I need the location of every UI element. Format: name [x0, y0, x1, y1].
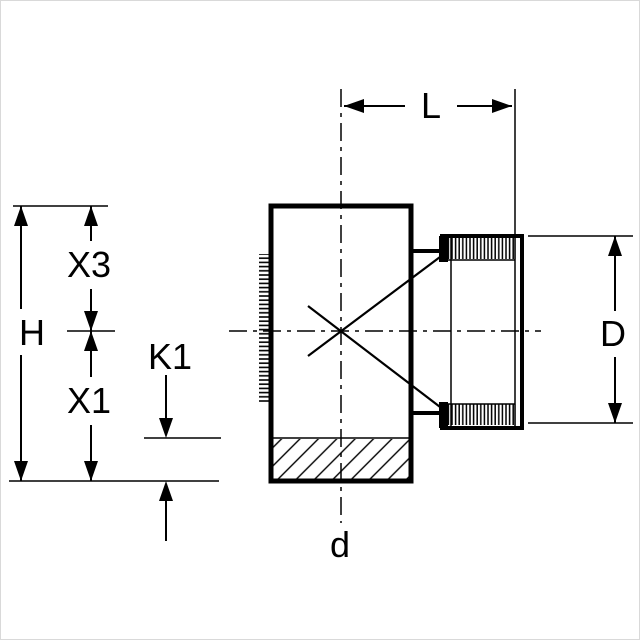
extension-lines-h	[9, 205, 219, 482]
dimension-label-l: L	[421, 85, 441, 126]
grip-ring-top	[447, 238, 516, 259]
grip-ring-bottom	[447, 404, 516, 425]
arrow-down-icon	[608, 403, 622, 423]
dimension-label-k1: K1	[148, 336, 192, 377]
branch-walls	[411, 249, 442, 415]
clamp-bottom	[439, 402, 448, 428]
dimension-d-outer: D	[528, 235, 633, 424]
dimension-label-d-small: d	[330, 524, 350, 565]
dimension-k1: K1	[144, 336, 221, 541]
dimension-x3: X3	[67, 206, 115, 332]
arrow-up-icon	[159, 481, 173, 501]
arrow-up-icon	[84, 206, 98, 226]
ribbed-surface	[259, 254, 269, 404]
coupling-socket	[411, 234, 524, 430]
dimension-x1: X1	[67, 331, 111, 481]
centerlines	[229, 89, 541, 523]
clamp-top	[439, 236, 448, 262]
arrow-right-icon	[492, 99, 512, 113]
dimension-label-x1: X1	[67, 380, 111, 421]
arrow-left-icon	[344, 99, 364, 113]
arrow-down-icon	[14, 461, 28, 481]
arrow-up-icon	[608, 236, 622, 256]
branch-funnel-lines	[307, 253, 445, 411]
dimension-label-x3: X3	[67, 244, 111, 285]
coupling-inner-lines	[448, 238, 516, 426]
coupling-outline	[440, 234, 524, 430]
arrow-down-icon	[84, 461, 98, 481]
arrow-up-icon	[84, 331, 98, 351]
dimension-l: L	[344, 85, 516, 234]
arrow-down-icon	[84, 311, 98, 331]
dimension-label-d: D	[600, 313, 626, 354]
dimension-h: H	[9, 205, 219, 482]
arrow-down-icon	[159, 418, 173, 438]
arrow-up-icon	[14, 206, 28, 226]
dimension-d-small: d	[330, 524, 350, 565]
dimension-label-h: H	[19, 312, 45, 353]
